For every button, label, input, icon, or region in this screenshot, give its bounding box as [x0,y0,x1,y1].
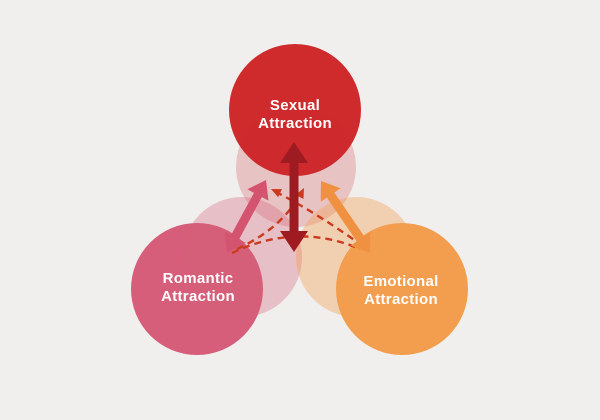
double-arrow-vertical-icon [280,142,308,252]
double-arrow-sexual-romantic-icon [224,180,269,253]
circle-romantic-attraction [131,223,263,355]
dashed-arrowhead-up-left-icon [271,189,282,198]
circle-emotional-attraction [336,223,468,355]
double-arrow-sexual-emotional-icon [320,181,371,253]
dashed-arrowhead-up-right-icon [295,188,304,199]
ghost-circle-emotional [296,197,416,317]
dashed-line-romantic-emotional [231,235,361,255]
circle-sexual-attraction [229,44,361,176]
dashed-arrow-emotional-to-sexual [273,189,364,247]
